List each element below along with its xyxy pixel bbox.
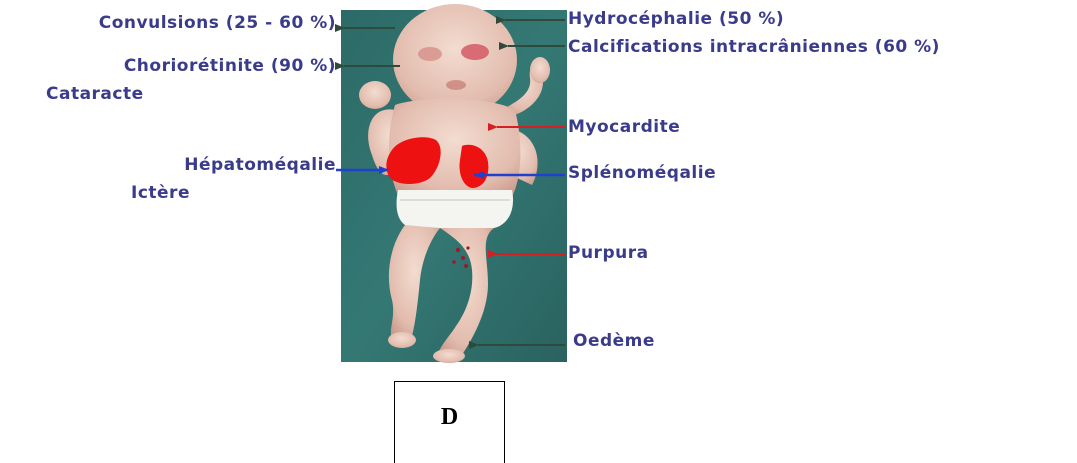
label-myocardite: Myocardite — [568, 116, 680, 139]
label-hepatomegalie: Hépatoméqalie — [184, 154, 336, 177]
label-oedeme: Oedème — [573, 330, 655, 353]
label-calcifications: Calcifications intracrâniennes (60 %) — [568, 36, 940, 59]
panel-letter: D — [395, 404, 504, 431]
label-cataracte: Cataracte — [46, 83, 144, 106]
label-convulsions: Convulsions (25 - 60 %) — [99, 12, 336, 35]
label-chorioretinite: Choriorétinite (90 %) — [124, 55, 336, 78]
label-splenomegalie: Splénoméqalie — [568, 162, 716, 185]
label-hydrocephalie: Hydrocéphalie (50 %) — [568, 8, 784, 31]
label-purpura: Purpura — [568, 242, 649, 265]
panel-label-box: D — [394, 381, 505, 463]
label-ictere: Ictère — [131, 182, 190, 205]
